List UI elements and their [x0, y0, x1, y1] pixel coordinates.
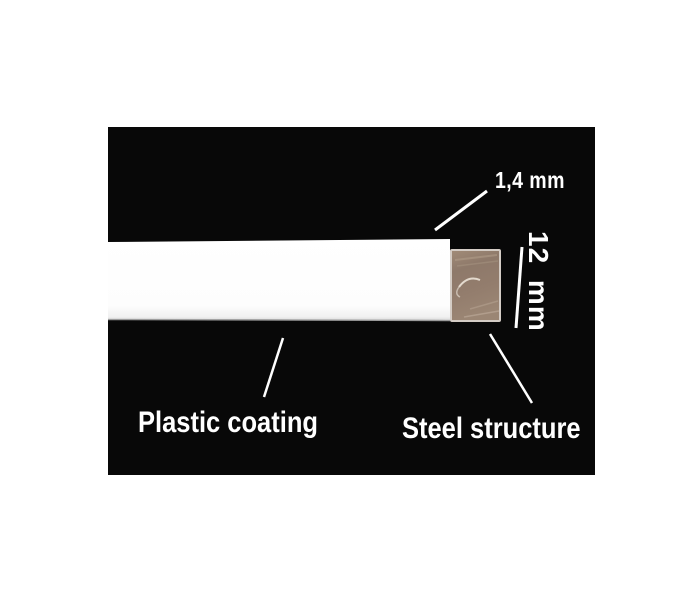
thickness-pointer-line [434, 189, 488, 232]
steel-label: Steel structure [402, 412, 581, 445]
steel-texture-streak [469, 300, 499, 310]
plastic-strip [108, 239, 450, 320]
steel-core [450, 249, 501, 322]
photo-artwork [108, 189, 534, 404]
coating-label: Plastic coating [138, 406, 318, 439]
width-label: 12 mm [523, 231, 554, 332]
width-dimension-line [514, 246, 524, 329]
steel-texture-streak [463, 310, 500, 318]
coating-pointer-line [262, 337, 285, 398]
strip-bottom-shadow [108, 318, 451, 322]
steel-scratch-highlight [458, 277, 481, 288]
steel-pointer-line [488, 333, 534, 404]
steel-texture-streak [454, 254, 498, 261]
steel-scratch-highlight [456, 286, 461, 298]
product-photo: 1,4 mm 12 mm Plastic coating Steel struc… [108, 127, 595, 475]
thickness-label: 1,4 mm [495, 167, 565, 193]
steel-texture-streak [456, 260, 499, 267]
